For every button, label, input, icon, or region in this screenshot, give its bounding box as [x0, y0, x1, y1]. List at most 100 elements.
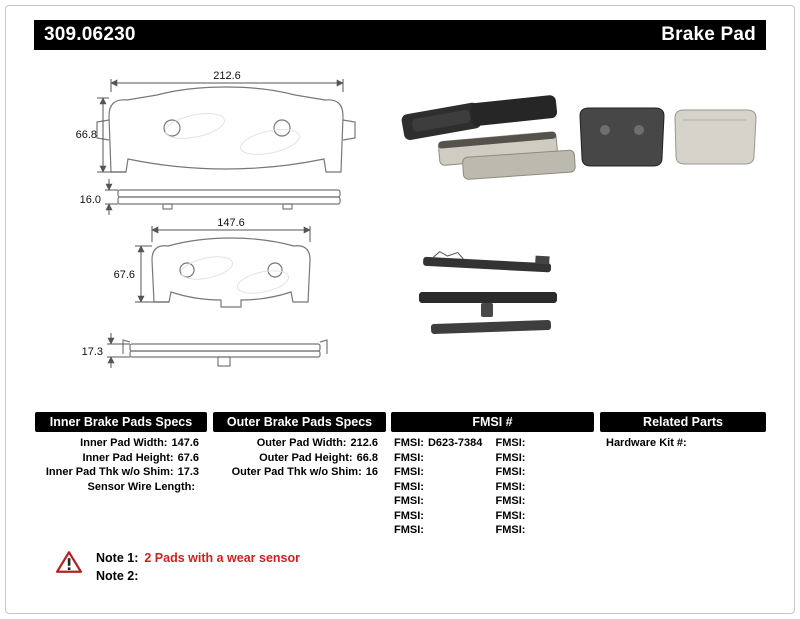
spec-row-sensor-wire-length: Sensor Wire Length: [35, 480, 207, 495]
fmsi-label: FMSI: [495, 509, 526, 522]
note-2-label: Note 2: [96, 569, 139, 583]
outer-specs-header: Outer Brake Pads Specs [213, 412, 386, 432]
inner-pad-front-drawing [151, 237, 311, 308]
fmsi-cell: FMSI: [391, 451, 493, 466]
photo-pad-set-angled [401, 95, 576, 180]
fmsi-cell: FMSI: [493, 465, 595, 480]
outer-thickness-dimension [105, 179, 118, 215]
fmsi-label: FMSI: [394, 466, 424, 478]
fmsi-row: FMSI: FMSI: [391, 465, 594, 480]
note-2: Note 2: [96, 567, 300, 585]
fmsi-label: FMSI: [495, 524, 526, 536]
header-bar: 309.06230 Brake Pad [34, 20, 766, 50]
spec-label: Hardware Kit #: [606, 437, 687, 449]
spec-label: Outer Pad Height: [259, 451, 353, 464]
technical-drawings: 212.6 66.8 16.0 [76, 70, 757, 368]
related-parts-rows: Hardware Kit #: [600, 432, 766, 451]
fmsi-label: FMSI: [495, 466, 526, 478]
inner-pad-side-drawing [122, 339, 328, 367]
spec-value: 66.8 [356, 451, 378, 464]
fmsi-row: FMSI: FMSI: [391, 480, 594, 495]
fmsi-label: FMSI: [495, 437, 526, 449]
fmsi-cell: FMSI: [493, 451, 595, 466]
fmsi-row: FMSI: FMSI: [391, 509, 594, 524]
notes-section: Note 1: 2 Pads with a wear sensor Note 2: [56, 549, 300, 585]
outer-height-label: 66.8 [76, 129, 97, 141]
fmsi-cell: FMSI:D623-7384 [391, 436, 493, 451]
fmsi-label: FMSI: [394, 451, 424, 464]
fmsi-label: FMSI: [495, 480, 526, 493]
fmsi-cell: FMSI: [493, 494, 595, 509]
product-name: Brake Pad [661, 24, 756, 45]
note-1: Note 1: 2 Pads with a wear sensor [96, 549, 300, 567]
fmsi-header: FMSI # [391, 412, 594, 432]
related-parts-column: Related Parts Hardware Kit #: [600, 412, 766, 451]
fmsi-rows: FMSI:D623-7384 FMSI: FMSI: FMSI: FMSI: F… [391, 432, 594, 538]
fmsi-cell: FMSI: [493, 480, 595, 495]
spec-row-inner-pad-height: Inner Pad Height:67.6 [35, 451, 207, 466]
spec-row-outer-pad-thk: Outer Pad Thk w/o Shim:16 [213, 465, 386, 480]
photo-pad-pair [579, 107, 757, 167]
spec-row-inner-pad-thk: Inner Pad Thk w/o Shim:17.3 [35, 465, 207, 480]
fmsi-cell: FMSI: [493, 509, 595, 524]
spec-label: Inner Pad Width: [80, 437, 168, 449]
fmsi-cell: FMSI: [493, 436, 595, 451]
inner-height-label: 67.6 [114, 269, 135, 281]
note-1-label: Note 1: [96, 551, 139, 565]
note-lines: Note 1: 2 Pads with a wear sensor Note 2: [96, 549, 300, 585]
part-number: 309.06230 [44, 24, 136, 45]
fmsi-label: FMSI: [394, 480, 424, 493]
spec-label: Sensor Wire Length: [87, 480, 195, 493]
fmsi-column: FMSI # FMSI:D623-7384 FMSI: FMSI: FMSI: … [391, 412, 594, 538]
inner-specs-header: Inner Brake Pads Specs [35, 412, 207, 432]
inner-width-label: 147.6 [217, 217, 245, 229]
photo-pad-edge-views [419, 250, 557, 334]
spec-row-hardware-kit: Hardware Kit #: [600, 436, 766, 451]
spec-value: 17.3 [177, 466, 199, 478]
outer-width-dimension [110, 79, 344, 92]
spec-label: Outer Pad Thk w/o Shim: [231, 466, 362, 478]
fmsi-row: FMSI: FMSI: [391, 494, 594, 509]
fmsi-cell: FMSI: [391, 480, 493, 495]
outer-width-label: 212.6 [213, 70, 241, 82]
inner-height-dimension [135, 245, 169, 303]
fmsi-value: D623-7384 [427, 437, 483, 449]
outer-height-dimension [97, 97, 126, 173]
fmsi-label: FMSI: [394, 495, 424, 507]
fmsi-label: FMSI: [495, 495, 526, 507]
related-parts-header: Related Parts [600, 412, 766, 432]
fmsi-label: FMSI: [394, 509, 424, 522]
outer-thickness-label: 16.0 [80, 194, 101, 206]
fmsi-label: FMSI: [394, 437, 424, 449]
outer-specs-column: Outer Brake Pads Specs Outer Pad Width:2… [213, 412, 386, 480]
spec-row-inner-pad-width: Inner Pad Width:147.6 [35, 436, 207, 451]
outer-pad-front-drawing [96, 86, 356, 173]
fmsi-label: FMSI: [394, 524, 424, 536]
fmsi-cell: FMSI: [391, 465, 493, 480]
inner-thickness-dimension [107, 333, 130, 368]
spec-row-outer-pad-height: Outer Pad Height:66.8 [213, 451, 386, 466]
fmsi-cell: FMSI: [391, 509, 493, 524]
fmsi-row: FMSI: FMSI: [391, 523, 594, 538]
spec-value: 16 [365, 466, 378, 478]
spec-label: Outer Pad Width: [256, 437, 347, 449]
inner-specs-rows: Inner Pad Width:147.6 Inner Pad Height:6… [35, 432, 207, 494]
inner-specs-column: Inner Brake Pads Specs Inner Pad Width:1… [35, 412, 207, 494]
fmsi-cell: FMSI: [391, 494, 493, 509]
spec-value: 67.6 [177, 451, 199, 464]
fmsi-row: FMSI: FMSI: [391, 451, 594, 466]
note-1-text: 2 Pads with a wear sensor [144, 551, 300, 565]
warning-icon [56, 551, 82, 573]
outer-pad-side-drawing [117, 189, 341, 210]
fmsi-cell: FMSI: [493, 523, 595, 538]
fmsi-label: FMSI: [495, 451, 526, 464]
spec-value: 147.6 [171, 437, 199, 449]
fmsi-cell: FMSI: [391, 523, 493, 538]
spec-value: 212.6 [350, 437, 378, 449]
inner-thickness-label: 17.3 [82, 346, 103, 358]
outer-specs-rows: Outer Pad Width:212.6 Outer Pad Height:6… [213, 432, 386, 480]
spec-label: Inner Pad Height: [82, 451, 174, 464]
spec-row-outer-pad-width: Outer Pad Width:212.6 [213, 436, 386, 451]
spec-label: Inner Pad Thk w/o Shim: [45, 466, 174, 478]
